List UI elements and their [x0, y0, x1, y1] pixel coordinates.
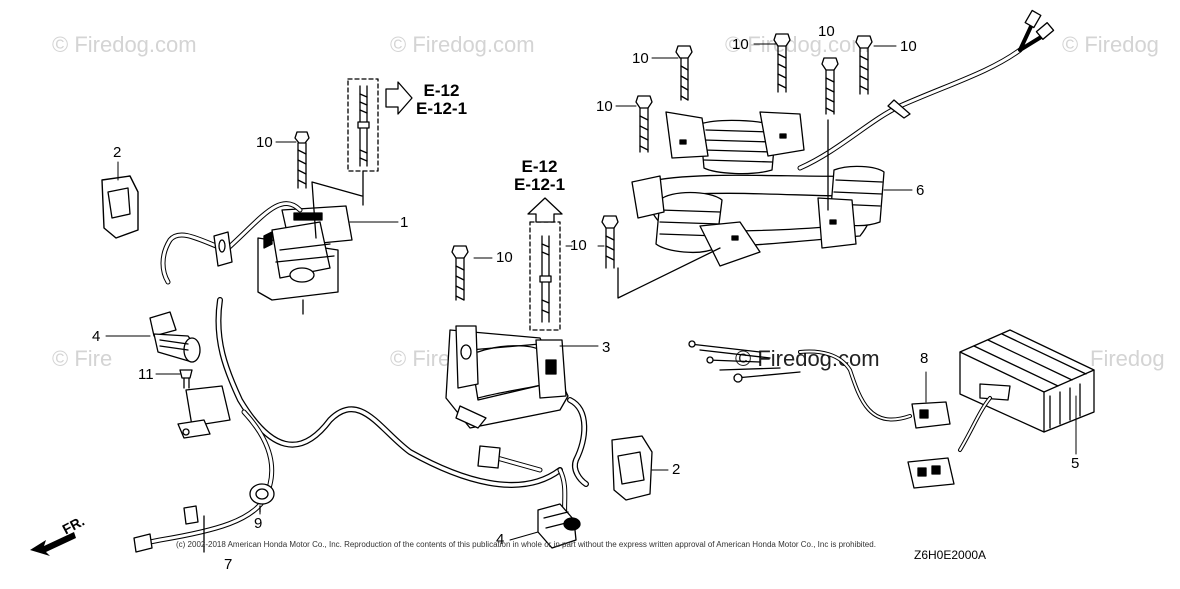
spark-plug-cap-4: [149, 311, 201, 363]
front-arrow-icon: [30, 532, 76, 556]
watermark: © Firedog.com: [52, 32, 197, 57]
stud-bolt: [539, 235, 552, 323]
callout-8: 8: [920, 350, 929, 367]
callout-11: 11: [138, 366, 154, 383]
diagram-code: Z6H0E2000A: [914, 548, 987, 562]
callout-9: 9: [254, 515, 263, 532]
callout-10: 10: [596, 98, 613, 115]
watermark: © Fire: [390, 346, 451, 371]
callout-4: 4: [92, 328, 101, 345]
callout-6: 6: [916, 182, 925, 199]
reference-label-b-line1: E-12: [521, 157, 558, 176]
connector-8: [907, 457, 955, 489]
bolt: [601, 215, 619, 269]
watermark: © Firedog.com: [725, 32, 870, 57]
bolt: [773, 33, 791, 93]
callout-10: 10: [496, 249, 513, 266]
screw-11: [179, 369, 193, 389]
callout-4: 4: [496, 531, 505, 548]
bolt: [451, 245, 469, 301]
reference-label-a: E-12 E-12-1: [416, 82, 467, 118]
grommet-2: [611, 435, 653, 501]
callout-3: 3: [602, 339, 611, 356]
callout-7: 7: [224, 556, 233, 573]
bolt: [675, 45, 693, 101]
grommet-9: [249, 483, 275, 505]
connector-8: [911, 401, 951, 429]
callout-10: 10: [900, 38, 917, 55]
callout-2: 2: [672, 461, 681, 478]
reference-label-b: E-12 E-12-1: [514, 158, 565, 194]
condenser-assembly: [177, 385, 231, 439]
watermark: © Firedog: [1062, 32, 1159, 57]
copyright-notice: (c) 2002-2018 American Honda Motor Co., …: [176, 540, 876, 549]
watermark: © Firedog.com: [390, 32, 535, 57]
callout-10: 10: [256, 134, 273, 151]
reference-label-a-line1: E-12: [423, 81, 460, 100]
reference-label-b-line2: E-12-1: [514, 174, 566, 194]
ignition-coil-1: [257, 205, 353, 315]
callout-10: 10: [818, 23, 835, 40]
callout-2: 2: [113, 144, 122, 161]
bolt: [821, 57, 839, 115]
reference-label-a-line2: E-12-1: [416, 98, 468, 118]
callout-1: 1: [400, 214, 409, 231]
callout-10: 10: [632, 50, 649, 67]
bolt: [635, 95, 653, 153]
stator-6: [631, 111, 885, 267]
stud-bolt: [357, 85, 370, 167]
callout-5: 5: [1071, 455, 1080, 472]
watermark: © Fire: [52, 346, 113, 371]
voltage-regulator-5: [959, 329, 1095, 433]
callout-10: 10: [570, 237, 587, 254]
grommet-2: [101, 175, 139, 239]
callout-10: 10: [732, 36, 749, 53]
bolt: [855, 35, 873, 95]
bolt: [294, 131, 310, 189]
watermark: Firedog: [1090, 346, 1165, 371]
ignition-coil-3: [445, 325, 569, 429]
